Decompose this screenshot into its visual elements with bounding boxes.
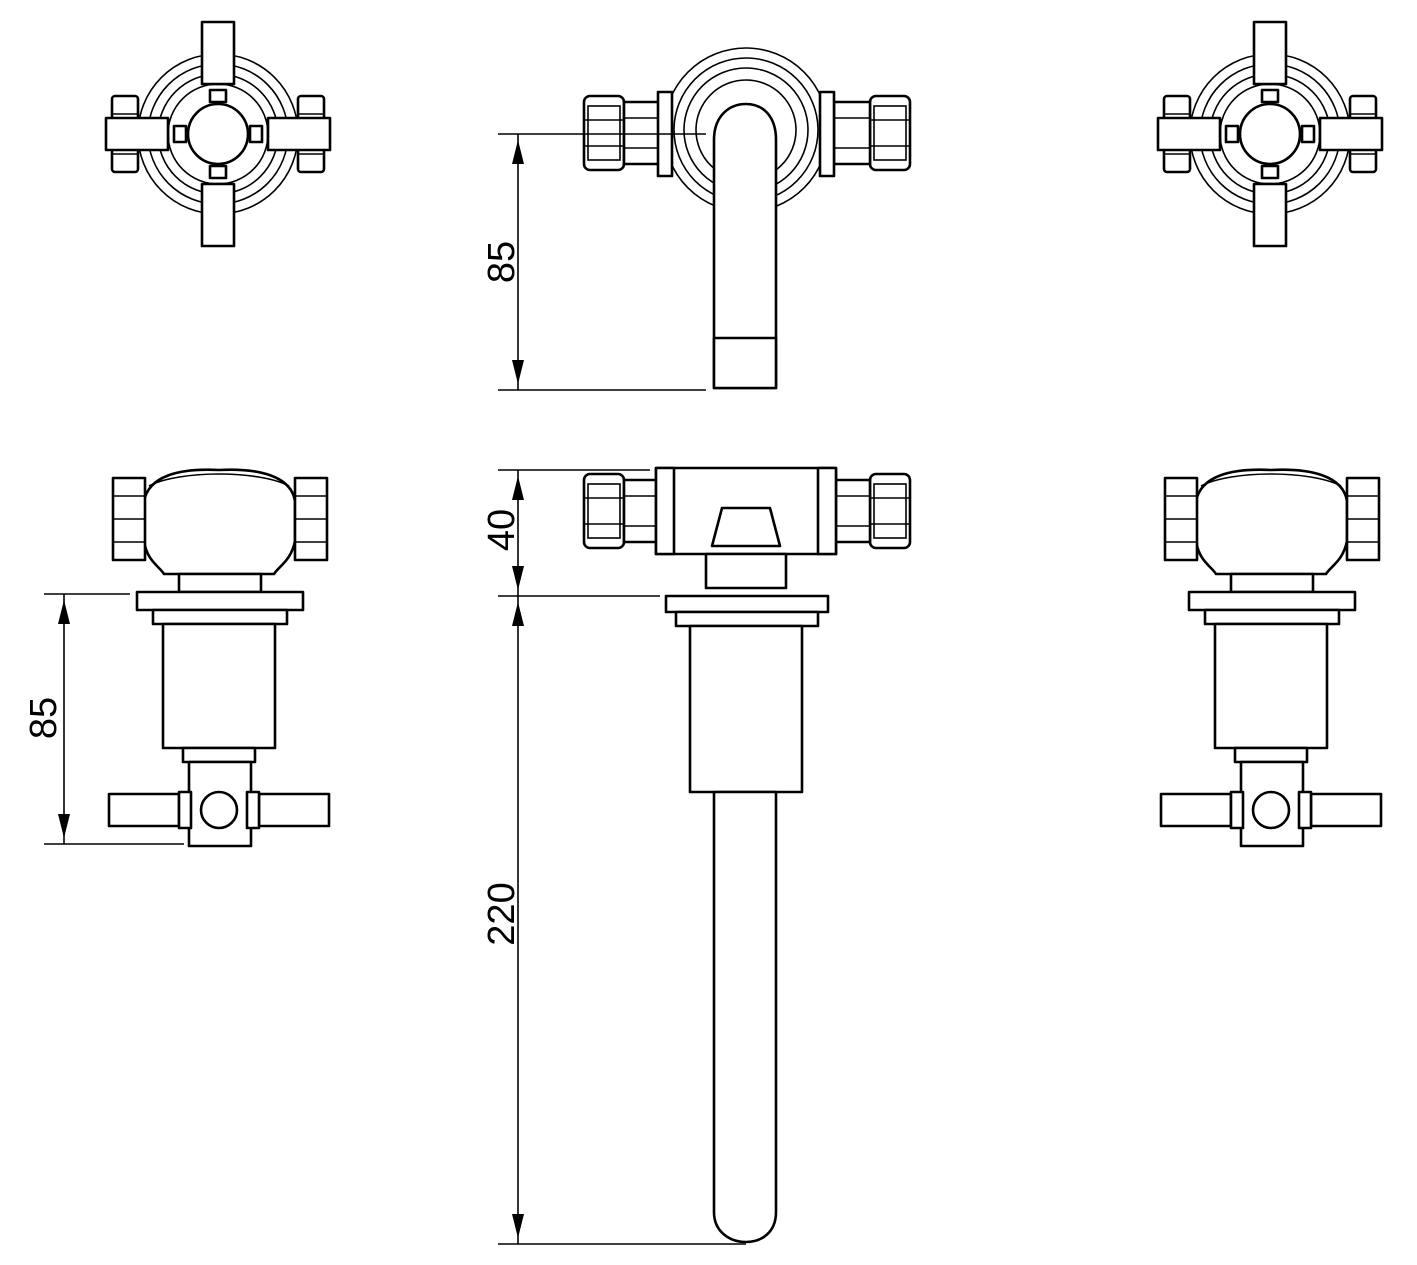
- dimension-85-valve: 85: [23, 593, 184, 845]
- dimension-label-40: 40: [481, 509, 523, 551]
- right-handle-top-view: [1156, 20, 1384, 248]
- spout-top-view: [582, 47, 912, 390]
- dimension-40: 40: [481, 469, 660, 597]
- left-valve-front-view: [107, 468, 331, 848]
- dimension-label-220: 220: [481, 882, 523, 945]
- dimension-85-top: 85: [481, 133, 706, 391]
- dimension-label-85-top: 85: [481, 241, 523, 283]
- dimension-label-85-valve: 85: [23, 697, 65, 739]
- right-valve-front-view: [1159, 468, 1383, 848]
- dimension-220: 220: [481, 596, 746, 1245]
- left-handle-top-view: [104, 20, 332, 248]
- spout-front-view: [582, 466, 912, 1244]
